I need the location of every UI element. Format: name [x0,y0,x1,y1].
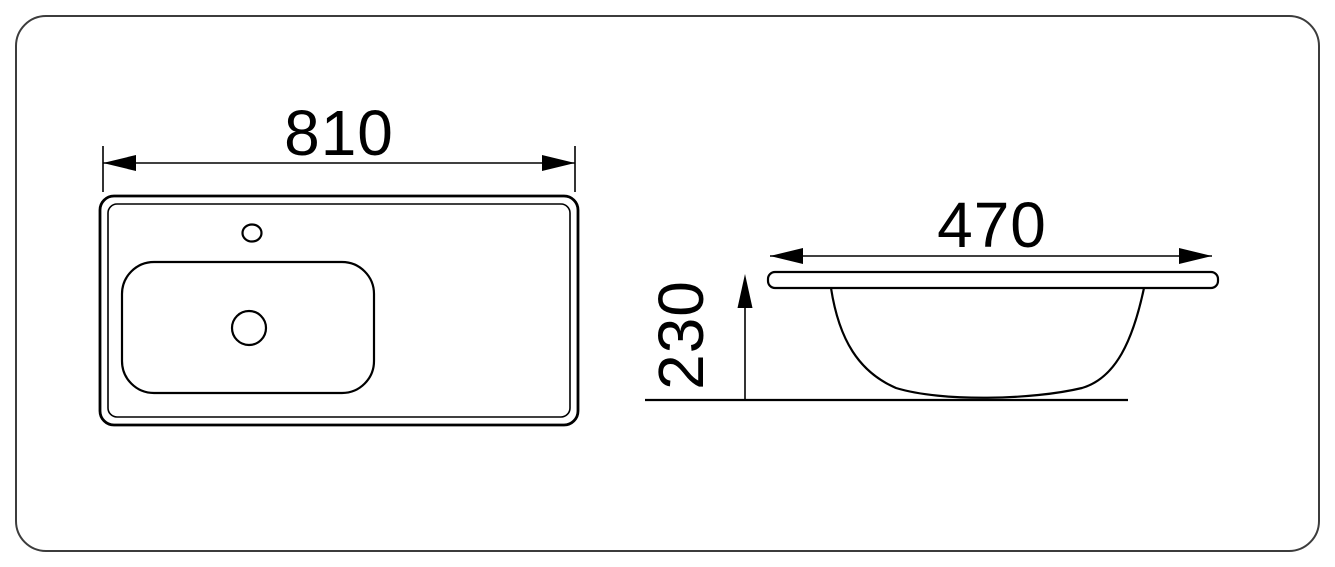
top-view-width-label: 810 [284,97,394,169]
side-view-width-label: 470 [937,189,1047,261]
counter-rim-profile [766,270,1220,290]
basin-outer-rim [98,194,580,427]
top-view: 810 [98,97,580,427]
side-view-height-dimension: 230 [645,274,753,400]
drawing-frame-border [15,15,1320,552]
top-view-width-dimension: 810 [102,97,576,192]
faucet-hole [241,223,263,243]
side-view: 470 230 [645,189,1220,402]
left-arrowhead-icon [103,155,136,171]
basin-inner-rim [107,203,571,418]
basin-bowl-recess [120,260,376,395]
left-arrowhead-icon [770,248,803,264]
right-arrowhead-icon [1179,248,1212,264]
drain-hole [230,309,268,347]
side-view-width-dimension: 470 [770,189,1212,264]
right-arrowhead-icon [542,155,575,171]
up-arrowhead-icon [737,274,753,308]
bowl-profile [829,287,1146,399]
side-view-height-label: 230 [645,280,717,390]
